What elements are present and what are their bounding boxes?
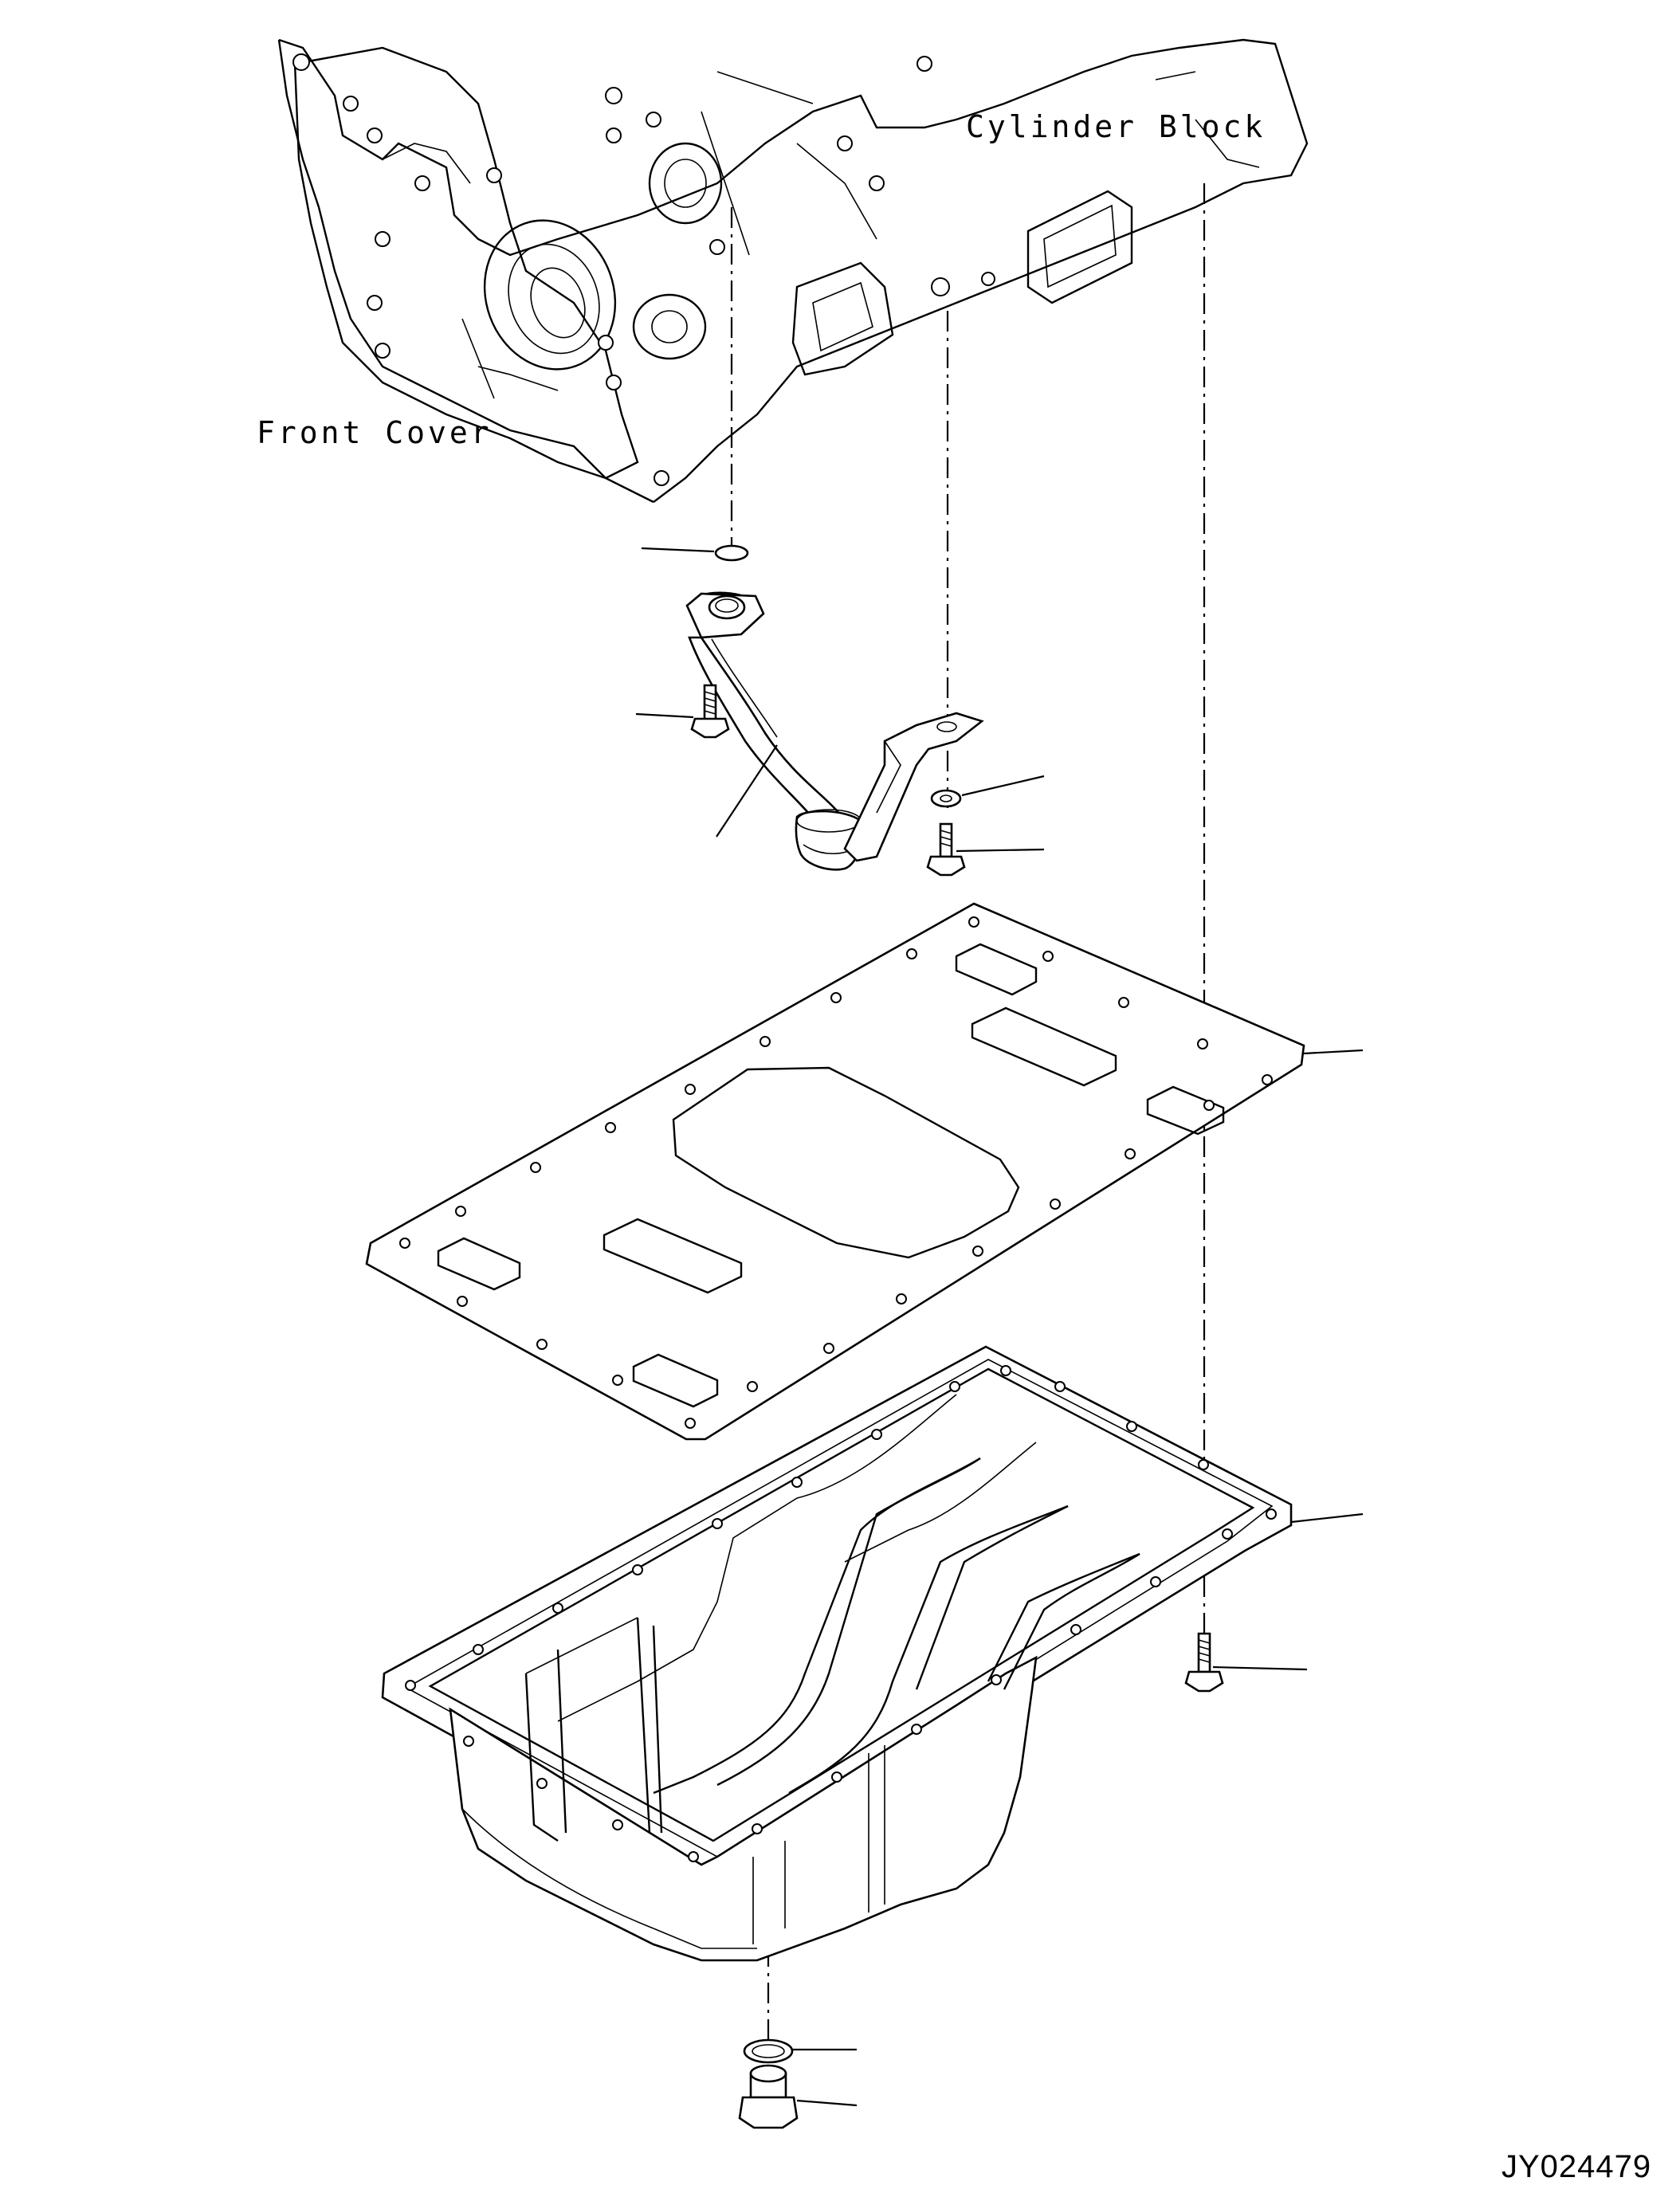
drain-plug bbox=[738, 2064, 799, 2129]
o-ring-top bbox=[714, 544, 749, 562]
leader-o-ring-top bbox=[641, 547, 715, 553]
oil-pan bbox=[381, 1345, 1293, 1962]
leader-suction-pipe bbox=[716, 744, 778, 838]
figure-code: JY024479 bbox=[1501, 2149, 1651, 2184]
leader-oil-pan bbox=[1290, 1512, 1364, 1524]
leader-washer bbox=[961, 775, 1045, 797]
gasket-bolt-holes bbox=[399, 916, 1273, 1429]
bolt-pipe-flange bbox=[690, 684, 730, 739]
leader-bolt-bracket bbox=[956, 848, 1045, 853]
washer bbox=[930, 789, 962, 808]
leader-bolt-pipe-flange bbox=[635, 712, 694, 719]
bolt-oil-pan bbox=[1184, 1632, 1224, 1693]
bolt-bracket bbox=[926, 822, 966, 877]
drain-o-ring bbox=[743, 2038, 794, 2064]
cylinder-block-label: Cylinder Block bbox=[966, 109, 1266, 144]
oil-pan-gasket bbox=[365, 902, 1305, 1441]
cover-bolts bbox=[292, 53, 995, 486]
leader-drain-plug bbox=[796, 2099, 858, 2107]
suction-pipe bbox=[685, 591, 984, 871]
leader-bolt-oil-pan bbox=[1212, 1665, 1308, 1671]
oil-pan-flange-holes bbox=[405, 1365, 1277, 1862]
leader-gasket bbox=[1303, 1049, 1364, 1055]
front-cover-label: Front Cover bbox=[257, 415, 493, 450]
cylinder-block-drawing bbox=[277, 38, 1309, 504]
